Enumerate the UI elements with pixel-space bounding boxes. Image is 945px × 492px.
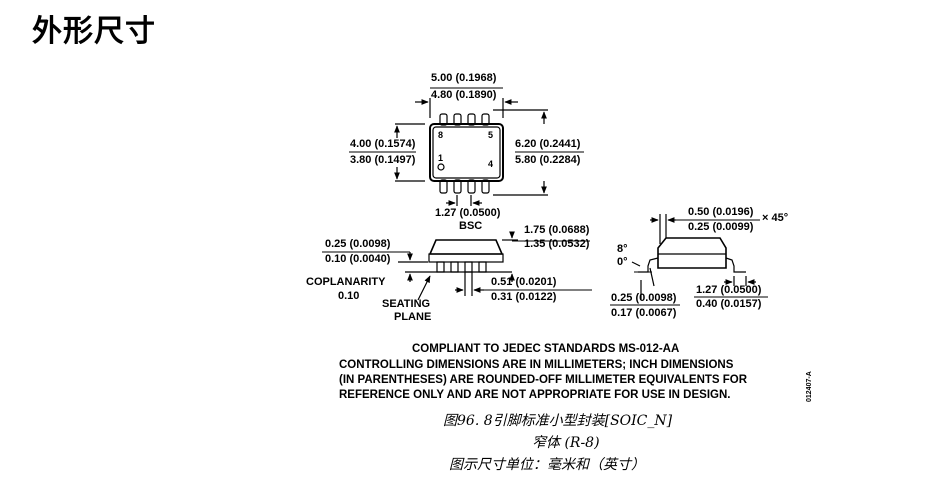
coplanarity-label: COPLANARITY: [306, 276, 386, 288]
lead-thickness-max: 0.25 (0.0098): [611, 292, 677, 304]
end-lead-right: [725, 257, 746, 273]
pin-label-5: 5: [488, 130, 494, 140]
caption-units: 图示尺寸单位：毫米和（英寸）: [449, 457, 645, 473]
height-max: 1.75 (0.0688): [524, 224, 590, 236]
top-span-min: 5.80 (0.2284): [515, 154, 581, 166]
seating-plane-1: SEATING: [382, 298, 431, 310]
pitch-value: 1.27 (0.0500): [435, 207, 501, 219]
side-lead-4: [478, 261, 487, 273]
height-min: 1.35 (0.0532): [524, 238, 590, 250]
top-body-max: 4.00 (0.1574): [350, 138, 416, 150]
top-body: [429, 123, 504, 182]
lead-width-max: 0.51 (0.0201): [491, 276, 557, 288]
notes-jedec: COMPLIANT TO JEDEC STANDARDS MS-012-AA: [412, 343, 680, 355]
top-body-inner: [432, 126, 501, 179]
pin-label-1: 1: [438, 153, 444, 163]
document-number: 012407-A: [806, 371, 813, 402]
end-view: [610, 214, 768, 306]
top-span-max: 6.20 (0.2441): [515, 138, 581, 150]
page-title: 外形尺寸: [32, 14, 156, 49]
top-width-max: 5.00 (0.1968): [431, 72, 497, 84]
notes-line-4: REFERENCE ONLY AND ARE NOT APPROPRIATE F…: [339, 389, 731, 401]
lead-width-min: 0.31 (0.0122): [491, 291, 557, 303]
foot-length-max: 1.27 (0.0500): [696, 284, 762, 296]
notes-line-3: (IN PARENTHESES) ARE ROUNDED-OFF MILLIME…: [339, 374, 748, 386]
side-lead-3: [464, 261, 473, 273]
pitch-bsc: BSC: [459, 220, 483, 232]
side-view: [322, 231, 592, 301]
top-width-min: 4.80 (0.1890): [431, 89, 497, 101]
chamfer-min: 0.25 (0.0099): [688, 221, 754, 233]
standoff-min: 0.10 (0.0040): [325, 253, 391, 265]
seating-plane-2: PLANE: [394, 311, 432, 323]
side-body-bottom: [428, 253, 504, 263]
caption-body-type: 窄体 (R-8): [532, 435, 600, 451]
lead-angle-max: 8°: [617, 243, 628, 255]
chamfer-angle: × 45°: [762, 212, 789, 224]
side-lead-2: [450, 261, 459, 273]
lead-thickness-min: 0.17 (0.0067): [611, 307, 677, 319]
top-body-min: 3.80 (0.1497): [350, 154, 416, 166]
chamfer-max: 0.50 (0.0196): [688, 206, 754, 218]
lead-angle-min: 0°: [617, 256, 628, 268]
side-lead-1: [436, 261, 445, 273]
end-lead-left: [638, 257, 659, 273]
end-body: [657, 237, 727, 269]
notes-line-2: CONTROLLING DIMENSIONS ARE IN MILLIMETER…: [339, 359, 734, 371]
side-body-top: [428, 239, 504, 255]
pin-label-4: 4: [488, 159, 494, 169]
coplanarity-value: 0.10: [338, 290, 360, 302]
foot-length-min: 0.40 (0.0157): [696, 298, 762, 310]
top-view: [349, 87, 584, 206]
standoff-max: 0.25 (0.0098): [325, 238, 391, 250]
caption-figure: 图96. 8引脚标准小型封装[SOIC_N]: [443, 413, 673, 429]
pin-label-8: 8: [438, 130, 444, 140]
pin1-dot: [437, 163, 445, 171]
